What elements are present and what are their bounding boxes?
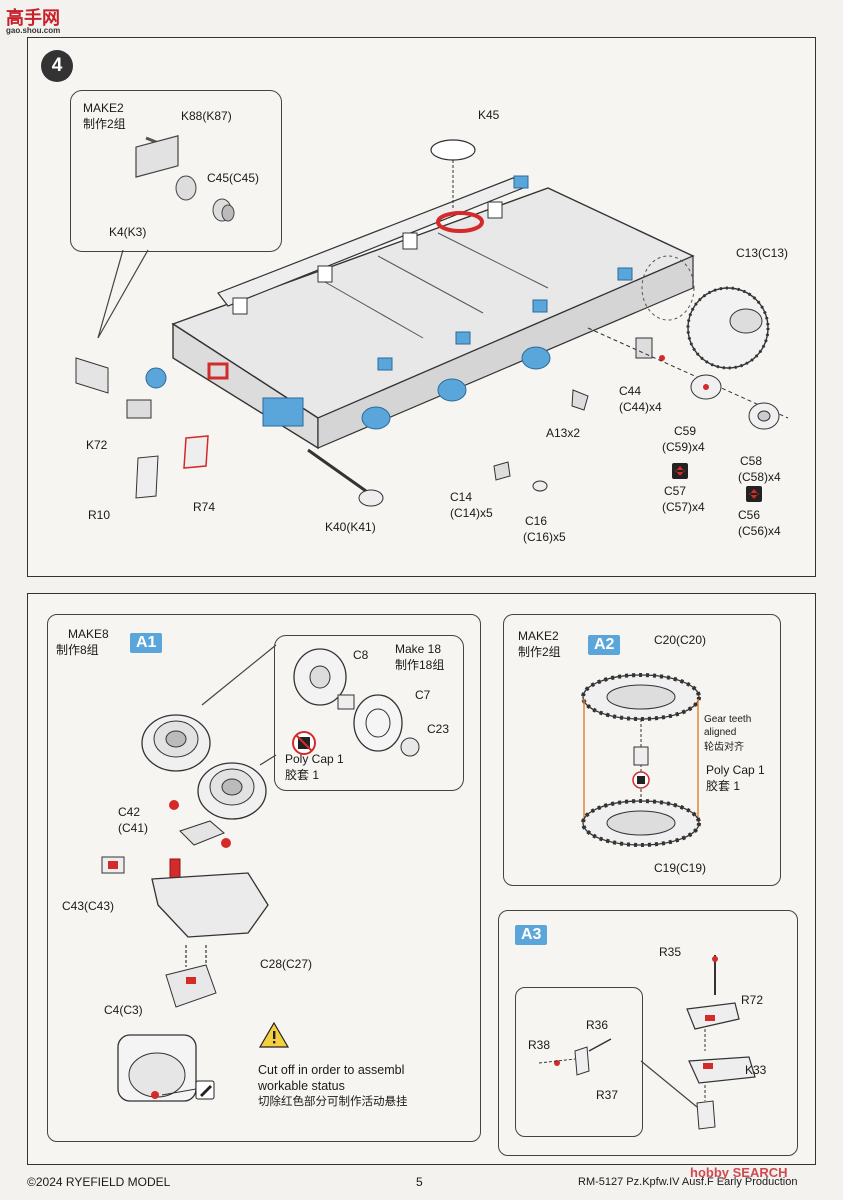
label-c59: C59 — [674, 424, 697, 438]
label-c8: C8 — [353, 648, 369, 662]
label-make18-cn: 制作18组 — [395, 658, 445, 672]
a3-drawing — [538, 955, 756, 1130]
make2-callout-box: MAKE2 制作2组 K88(K87) C45(C45) K4(K3) — [70, 90, 282, 252]
a1-box: MAKE8 制作8组 A1 C8 Make 18 制作18组 C7 C23 Po… — [47, 614, 481, 1142]
label-c58-qty: (C58)x4 — [738, 470, 781, 484]
label-k40: K40(K41) — [325, 520, 376, 534]
footer-product: RM-5127 Pz.Kpfw.IV Ausf.F Early Producti… — [578, 1176, 798, 1188]
label-r72: R72 — [741, 993, 764, 1007]
a2-badge: A2 — [588, 635, 621, 655]
label-c23: C23 — [427, 722, 450, 736]
label-c56-qty: (C56)x4 — [738, 524, 781, 538]
label-aligned: aligned — [704, 727, 737, 738]
footer-page-number: 5 — [416, 1175, 423, 1189]
label-c44-qty: (C44)x4 — [619, 400, 662, 414]
label-k88: K88(K87) — [181, 109, 232, 123]
label-c57-qty: (C57)x4 — [662, 500, 705, 514]
label-c20: C20(C20) — [654, 633, 707, 647]
step-number-badge: 4 — [41, 50, 73, 82]
a1-drawing — [101, 644, 420, 1102]
warning-text-2: workable status — [258, 1079, 345, 1093]
label-r74: R74 — [193, 500, 216, 514]
label-r37: R37 — [596, 1088, 619, 1102]
label-c16-qty: (C16)x5 — [523, 530, 566, 544]
label-gear-teeth: Gear teeth — [704, 714, 752, 725]
label-polycap: Poly Cap 1 — [285, 752, 344, 766]
label-c57: C57 — [664, 484, 687, 498]
label-r35: R35 — [659, 945, 682, 959]
label-gear-cn: 轮齿对齐 — [704, 742, 744, 753]
make-label: MAKE2 — [83, 101, 124, 115]
warning-text-cn: 切除红色部分可制作活动悬挂 — [258, 1096, 408, 1108]
label-c44: C44 — [619, 384, 642, 398]
label-c56: C56 — [738, 508, 761, 522]
label-c13: C13(C13) — [736, 246, 789, 260]
label-c43: C43(C43) — [62, 899, 115, 913]
label-c45: C45(C45) — [207, 171, 260, 185]
a2-make-cn: 制作2组 — [518, 645, 561, 659]
label-c59-qty: (C59)x4 — [662, 440, 705, 454]
label-a2-polycap: Poly Cap 1 — [706, 763, 765, 777]
footer-copyright: ©2024 RYEFIELD MODEL — [27, 1175, 171, 1189]
label-c4: C4(C3) — [104, 1003, 143, 1017]
label-a2-polycap-cn: 胶套 1 — [706, 779, 741, 793]
a2-drawing — [581, 673, 701, 847]
label-c14: C14 — [450, 490, 473, 504]
label-k45: K45 — [478, 108, 500, 122]
label-make18: Make 18 — [395, 642, 442, 656]
a2-make: MAKE2 — [518, 629, 559, 643]
label-a13: A13x2 — [546, 426, 581, 440]
make-label-cn: 制作2组 — [83, 117, 126, 131]
label-polycap-cn: 胶套 1 — [285, 768, 320, 782]
sub-assembly-panel: MAKE8 制作8组 A1 C8 Make 18 制作18组 C7 C23 Po… — [27, 593, 816, 1165]
label-r10: R10 — [88, 508, 111, 522]
label-c28: C28(C27) — [260, 957, 313, 971]
label-c41: (C41) — [118, 821, 149, 835]
label-c7: C7 — [415, 688, 431, 702]
footer-watermark: hobby SEARCH — [690, 1165, 788, 1180]
a2-box: MAKE2 制作2组 A2 C20(C20) Gear teeth aligne… — [503, 614, 781, 886]
site-logo-sub: gao.shou.com — [6, 26, 61, 35]
label-r38: R38 — [528, 1038, 551, 1052]
label-c42: C42 — [118, 805, 141, 819]
label-r36: R36 — [586, 1018, 609, 1032]
step-4-panel: 4 MAKE2 制作2组 K88(K87) C45(C45) K4(K3) — [27, 37, 816, 577]
label-k72: K72 — [86, 438, 108, 452]
label-c16: C16 — [525, 514, 548, 528]
label-k4: K4(K3) — [109, 225, 147, 239]
site-logo: 高手网 — [6, 8, 60, 28]
warning-text-1: Cut off in order to assembl — [258, 1063, 405, 1077]
a3-badge: A3 — [515, 925, 548, 945]
label-c58: C58 — [740, 454, 763, 468]
label-c14-qty: (C14)x5 — [450, 506, 493, 520]
hull-exploded-drawing — [75, 135, 789, 507]
a1-make-cn: 制作8组 — [56, 643, 99, 657]
label-k33: K33 — [745, 1063, 767, 1077]
a3-box: A3 R36 R38 R37 — [498, 910, 798, 1156]
label-c19: C19(C19) — [654, 861, 707, 875]
a1-badge: A1 — [130, 633, 163, 653]
a1-make: MAKE8 — [68, 627, 109, 641]
